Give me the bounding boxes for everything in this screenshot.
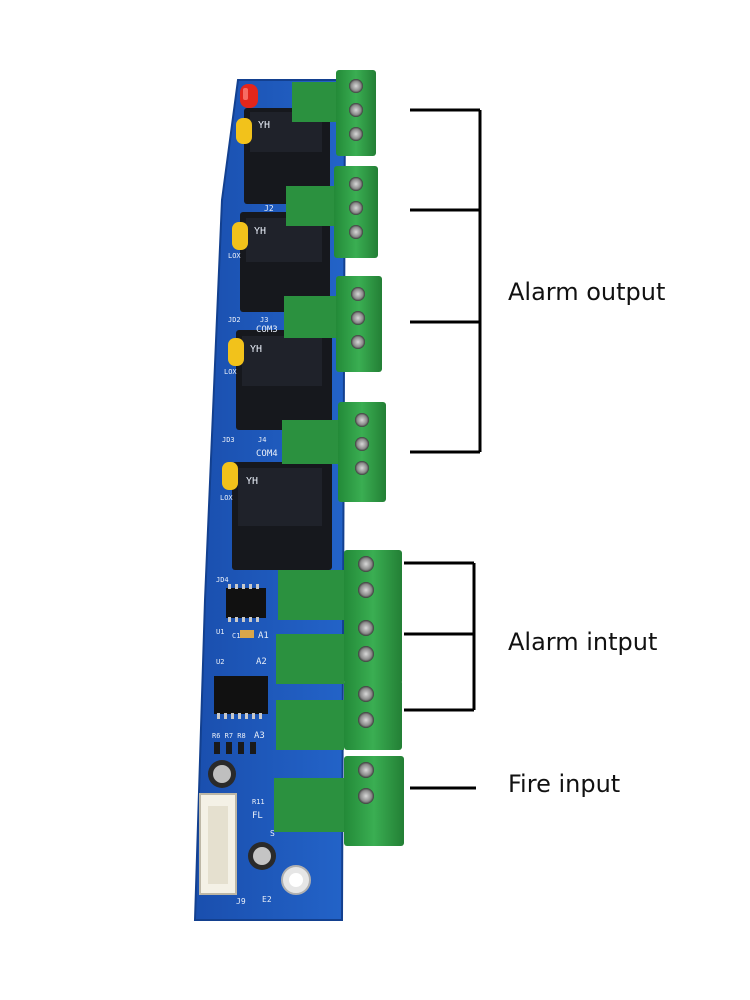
silk-j2: J2	[264, 204, 274, 213]
silk-lox-3: LOX	[220, 494, 233, 502]
silk-j9: J9	[236, 897, 246, 906]
silk-jd3: JD3	[222, 436, 235, 444]
capacitor-1	[208, 760, 236, 788]
silk-u1: U1	[216, 628, 224, 636]
relay-2-brand: YH	[254, 226, 266, 237]
bracket-alarm-input	[404, 561, 476, 712]
silk-jd4: JD4	[216, 576, 229, 584]
terminal-output-2	[286, 166, 378, 258]
led-yellow-4	[222, 462, 238, 490]
terminal-output-1	[292, 70, 376, 156]
terminal-output-4	[282, 402, 386, 502]
capacitor-e2	[248, 842, 276, 870]
silk-com3: COM3	[256, 325, 278, 335]
led-yellow-1	[236, 118, 252, 144]
relay-1-brand: YH	[258, 120, 270, 131]
silk-r11: R11	[252, 798, 265, 806]
silk-c1: C1	[232, 632, 240, 640]
silk-a3: A3	[254, 731, 265, 741]
silk-com4: COM4	[256, 449, 278, 459]
silk-e2: E2	[262, 895, 272, 904]
silk-jd2: JD2	[228, 316, 241, 324]
silk-fl: FL	[252, 811, 263, 821]
relay-4: YH	[232, 462, 332, 570]
terminal-fire	[274, 756, 404, 846]
led-red	[240, 84, 258, 108]
relay-2: YH	[240, 212, 330, 312]
silk-lox-2: LOX	[224, 368, 237, 376]
ic-u1	[226, 584, 266, 622]
silk-lox-1: LOX	[228, 252, 241, 260]
resistor-array	[214, 742, 256, 754]
led-yellow-3	[228, 338, 244, 366]
label-alarm-input: Alarm intput	[508, 628, 658, 656]
terminal-input-1	[278, 550, 402, 620]
silk-r6r7r8: R6 R7 R8	[212, 732, 246, 740]
relay-4-brand: YH	[246, 476, 258, 487]
relay-3: YH	[236, 330, 332, 430]
terminal-input-2	[276, 614, 402, 684]
bracket-alarm-output	[410, 108, 482, 454]
ic-u2	[214, 676, 268, 719]
led-yellow-2	[232, 222, 248, 250]
terminal-input-3	[276, 680, 402, 750]
mounting-hole	[281, 865, 311, 895]
silk-s: S	[270, 829, 275, 838]
silk-a2: A2	[256, 657, 267, 667]
relay-3-brand: YH	[250, 344, 262, 355]
silk-a1: A1	[258, 631, 269, 641]
label-alarm-output: Alarm output	[508, 278, 666, 306]
cap-c1	[240, 630, 254, 638]
terminal-output-3	[284, 276, 382, 372]
silk-u2: U2	[216, 658, 224, 666]
label-fire-input: Fire input	[508, 770, 621, 798]
connector-j9	[199, 793, 237, 895]
silk-j3: J3	[260, 316, 268, 324]
silk-j4: J4	[258, 436, 266, 444]
